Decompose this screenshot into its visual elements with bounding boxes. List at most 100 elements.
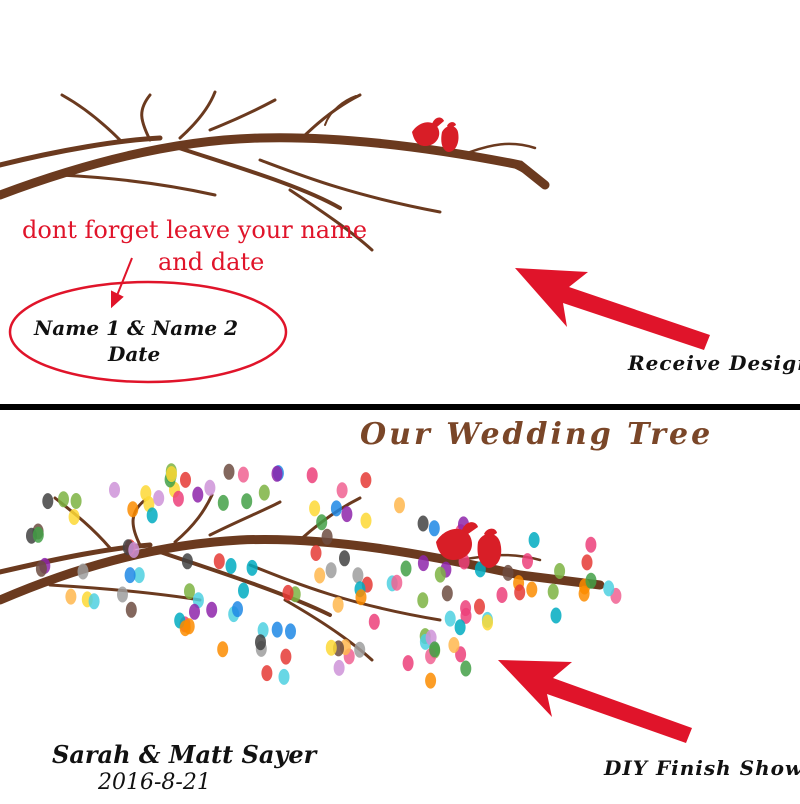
fingerprint-leaf-icon: [88, 593, 100, 610]
fingerprint-leaf-icon: [434, 566, 446, 583]
fingerprint-leaf-icon: [117, 586, 128, 603]
fingerprint-leaf-icon: [306, 467, 318, 484]
fingerprint-leaf-icon: [585, 536, 597, 553]
fingerprint-leaf-icon: [146, 507, 158, 524]
lovebirds-icon: [436, 522, 502, 568]
fingerprint-leaf-icon: [35, 560, 47, 577]
fingerprint-leaf-icon: [271, 465, 283, 482]
fingerprint-leaf-icon: [180, 471, 191, 488]
fingerprint-leaf-icon: [213, 553, 225, 570]
fingerprint-leaf-icon: [127, 501, 139, 518]
fingerprint-leaves: [26, 463, 622, 689]
fingerprint-leaf-icon: [70, 493, 82, 509]
fingerprint-leaf-icon: [223, 463, 235, 480]
fingerprint-leaf-icon: [391, 574, 403, 591]
fingerprint-leaf-icon: [482, 614, 493, 631]
fingerprint-leaf-icon: [217, 641, 229, 658]
fingerprint-leaf-icon: [232, 601, 243, 618]
fingerprint-leaf-icon: [237, 466, 249, 483]
fingerprint-leaf-icon: [585, 572, 597, 589]
fingerprint-leaf-icon: [578, 585, 590, 602]
fingerprint-leaf-icon: [258, 484, 270, 501]
fingerprint-leaf-icon: [184, 583, 195, 600]
fingerprint-leaf-icon: [474, 561, 486, 578]
fingerprint-leaf-icon: [428, 520, 440, 537]
fingerprint-leaf-icon: [166, 466, 177, 483]
fingerprint-leaf-icon: [333, 659, 345, 676]
placeholder-date: Date: [108, 342, 161, 366]
fingerprint-leaf-icon: [282, 584, 294, 601]
placeholder-names: Name 1 & Name 2: [34, 316, 238, 340]
fingerprint-leaf-icon: [217, 494, 229, 511]
fingerprint-leaf-icon: [261, 665, 273, 682]
fingerprint-leaf-icon: [341, 506, 353, 523]
fingerprint-leaf-icon: [330, 500, 342, 517]
fingerprint-leaf-icon: [547, 583, 559, 600]
fingerprint-leaf-icon: [441, 585, 453, 602]
fingerprint-leaf-icon: [241, 493, 253, 510]
fingerprint-leaf-icon: [271, 621, 283, 638]
arrow-icon: [111, 257, 133, 309]
fingerprint-leaf-icon: [124, 567, 136, 584]
fingerprint-leaf-icon: [257, 622, 269, 639]
wedding-date: 2016-8-21: [98, 770, 211, 795]
fingerprint-leaf-icon: [400, 560, 412, 577]
receive-design-caption: Receive Design: [628, 351, 800, 375]
fingerprint-leaf-icon: [417, 515, 429, 532]
fingerprint-leaf-icon: [204, 479, 216, 496]
fingerprint-leaf-icon: [172, 490, 184, 507]
fingerprint-leaf-icon: [332, 596, 344, 613]
fingerprint-leaf-icon: [68, 509, 80, 525]
fingerprint-leaf-icon: [321, 528, 333, 545]
fingerprint-leaf-icon: [417, 592, 429, 609]
fingerprint-leaf-icon: [336, 482, 348, 499]
arrow-icon: [515, 268, 710, 350]
fingerprint-leaf-icon: [352, 567, 364, 584]
fingerprint-leaf-icon: [454, 619, 466, 636]
reminder-line-1: dont forget leave your name: [22, 216, 368, 244]
fingerprint-leaf-icon: [514, 584, 526, 601]
fingerprint-leaf-icon: [109, 481, 120, 498]
fingerprint-leaf-icon: [425, 672, 437, 689]
fingerprint-leaf-icon: [153, 490, 165, 507]
fingerprint-leaf-icon: [603, 580, 615, 597]
fingerprint-leaf-icon: [183, 618, 195, 635]
fingerprint-leaf-icon: [246, 559, 258, 576]
fingerprint-leaf-icon: [310, 545, 322, 561]
fingerprint-leaf-icon: [502, 564, 514, 581]
fingerprint-leaf-icon: [417, 555, 429, 572]
fingerprint-leaf-icon: [526, 581, 538, 598]
fingerprint-leaf-icon: [42, 493, 54, 510]
fingerprint-leaf-icon: [325, 639, 337, 656]
fingerprint-leaf-icon: [140, 485, 152, 502]
fingerprint-leaf-icon: [360, 472, 372, 489]
fingerprint-leaf-icon: [189, 603, 200, 620]
fingerprint-leaf-icon: [394, 497, 405, 514]
fingerprint-leaf-icon: [429, 641, 441, 658]
fingerprint-leaf-icon: [58, 491, 69, 508]
fingerprint-leaf-icon: [280, 648, 292, 665]
fingerprint-leaf-icon: [528, 532, 540, 548]
fingerprint-leaf-icon: [550, 607, 562, 624]
lovebirds-icon: [412, 117, 459, 152]
top-branch: [0, 90, 550, 252]
fingerprint-leaf-icon: [125, 601, 137, 618]
fingerprint-leaf-icon: [460, 607, 472, 624]
fingerprint-leaf-icon: [181, 553, 193, 570]
fingerprint-leaf-icon: [339, 550, 350, 567]
fingerprint-leaf-icon: [225, 558, 237, 574]
divider: [0, 404, 800, 410]
wedding-tree-title: Our Wedding Tree: [360, 417, 714, 452]
fingerprint-leaf-icon: [368, 613, 380, 630]
fingerprint-leaf-icon: [522, 553, 533, 570]
reminder-line-2: and date: [158, 248, 265, 276]
fingerprint-leaf-icon: [314, 567, 326, 584]
fingerprint-leaf-icon: [355, 589, 367, 606]
fingerprint-leaf-icon: [77, 563, 89, 580]
fingerprint-leaf-icon: [238, 582, 249, 599]
fingerprint-leaf-icon: [402, 655, 414, 672]
fingerprint-leaf-icon: [354, 641, 366, 658]
fingerprint-leaf-icon: [309, 500, 321, 517]
